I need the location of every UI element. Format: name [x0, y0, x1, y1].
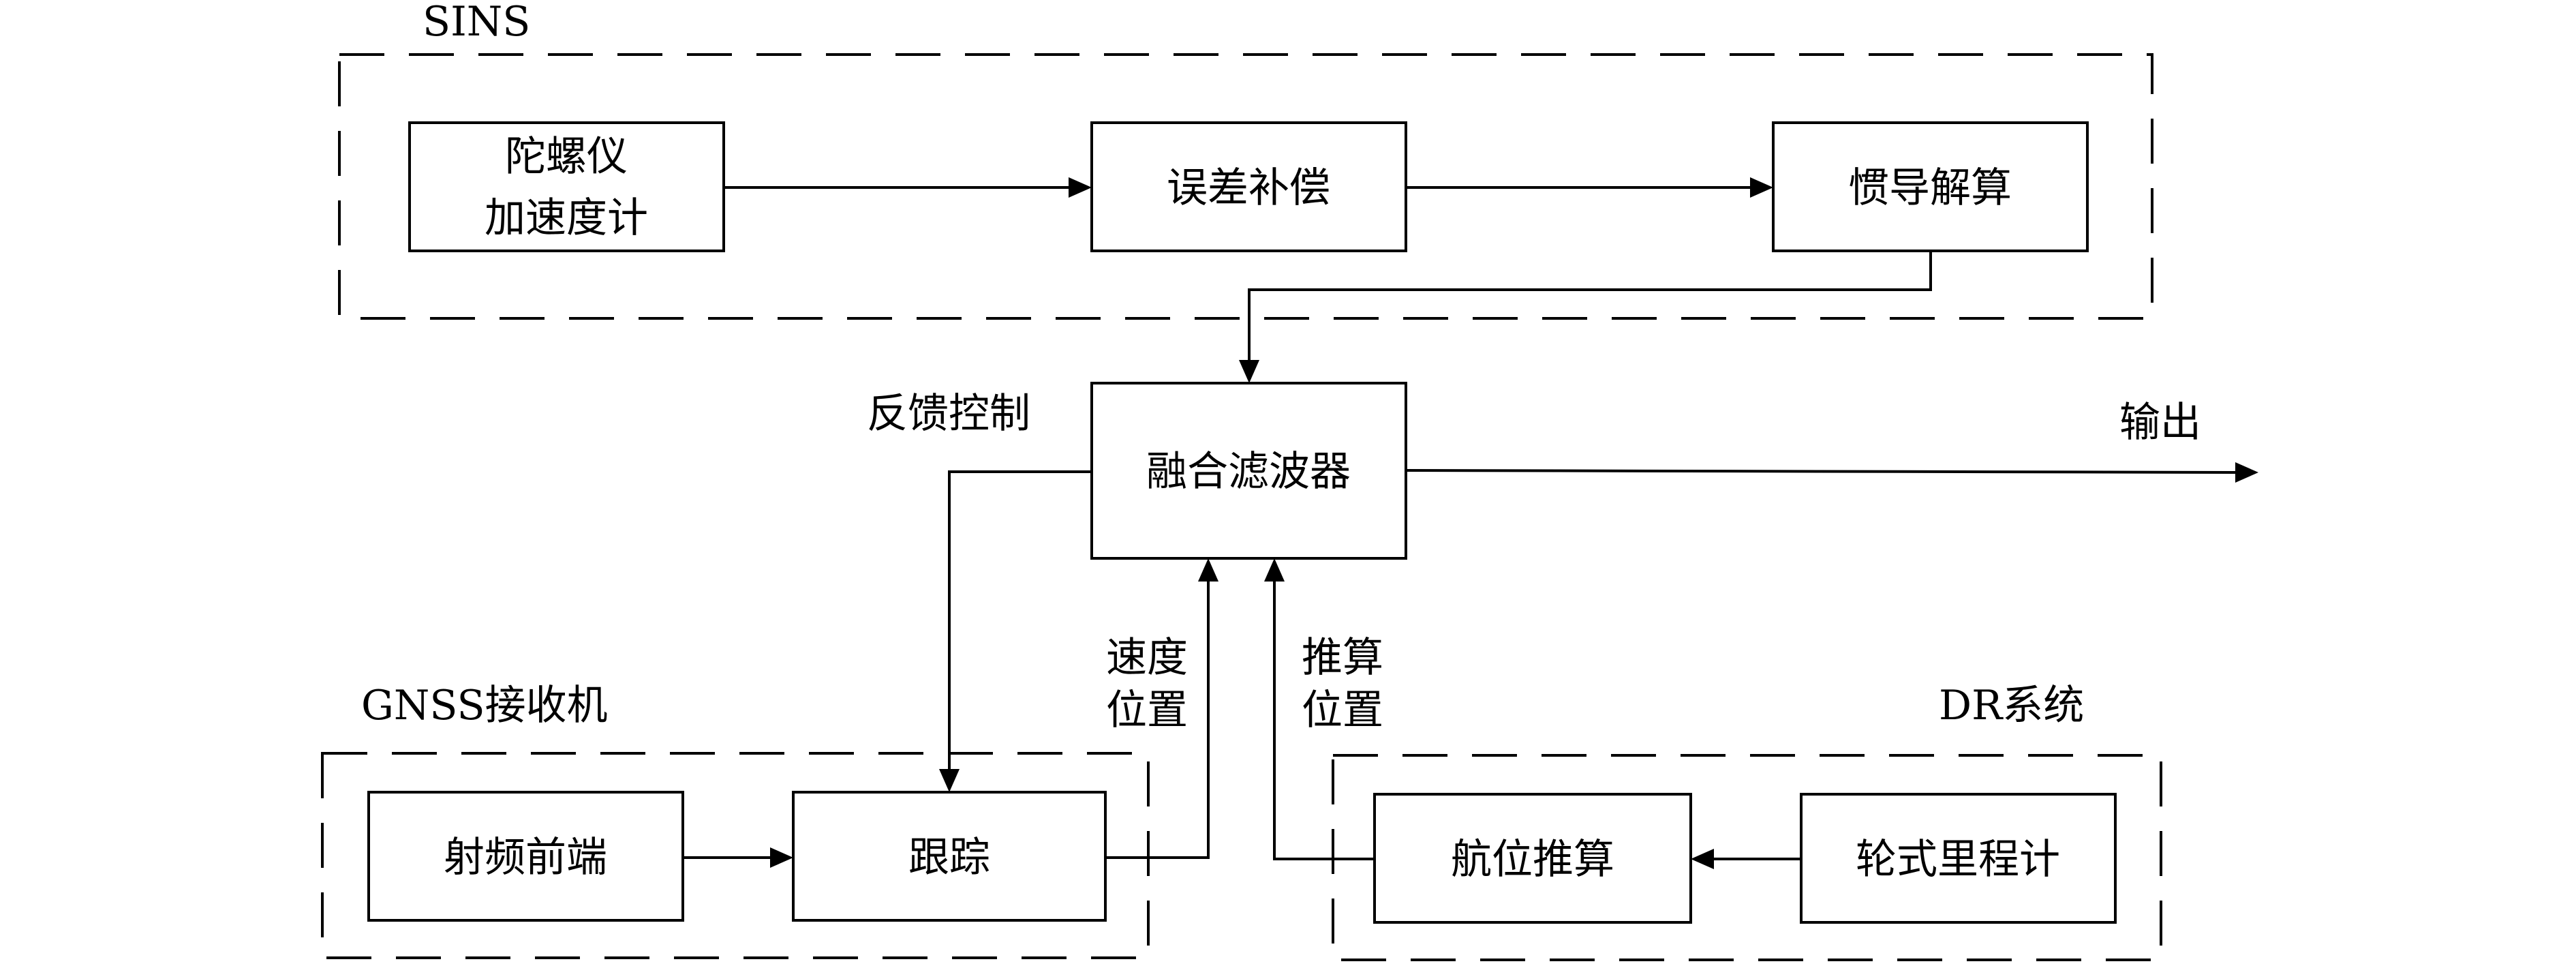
error-to-nav-arrowhead — [1750, 177, 1773, 198]
dead-reckoning-block: 航位推算 — [1373, 793, 1692, 924]
fusion-filter-block: 融合滤波器 — [1090, 382, 1407, 560]
fusion-output-arrow — [1405, 469, 2236, 474]
rf-frontend-block: 射频前端 — [367, 791, 684, 922]
tracking-to-fusion-arrow — [1105, 582, 1210, 859]
tracking-to-fusion-arrowhead — [1198, 558, 1218, 582]
odometer-to-dr-arrowhead — [1691, 849, 1714, 869]
gyro-accelerometer-block: 陀螺仪 加速度计 — [408, 121, 725, 252]
sins-group-border — [338, 53, 2153, 320]
feedback-control-arrowhead — [939, 769, 960, 792]
gyro-label: 陀螺仪 — [505, 133, 628, 181]
sins-group-title: SINS — [423, 0, 530, 46]
gyro-to-error-arrowhead — [1069, 177, 1092, 198]
gnss-group-title: GNSS接收机 — [361, 682, 608, 729]
speed-label: 速度 — [1106, 634, 1188, 682]
accelerometer-label: 加速度计 — [485, 194, 648, 242]
dr-to-fusion-arrowhead — [1264, 558, 1285, 582]
fusion-filter-label: 融合滤波器 — [1146, 448, 1351, 496]
inertial-solution-label: 惯导解算 — [1848, 164, 2012, 212]
tracking-block: 跟踪 — [792, 791, 1107, 922]
gnss-group-border — [321, 752, 1150, 959]
wheel-odometer-label: 轮式里程计 — [1856, 836, 2060, 884]
output-label: 输出 — [2119, 399, 2201, 447]
nav-to-fusion-arrow — [1248, 251, 1932, 360]
nav-to-fusion-arrowhead — [1239, 360, 1259, 383]
fusion-output-arrowhead — [2235, 462, 2258, 483]
dr-calc-label: 推算 — [1302, 634, 1383, 682]
error-compensation-label: 误差补偿 — [1167, 164, 1330, 212]
feedback-control-arrow — [948, 470, 1092, 769]
rf-to-tracking-arrowhead — [770, 847, 793, 868]
gnss-position-label: 位置 — [1106, 686, 1188, 734]
error-compensation-block: 误差补偿 — [1090, 121, 1407, 252]
feedback-control-label: 反馈控制 — [867, 390, 1030, 438]
tracking-label: 跟踪 — [908, 834, 990, 881]
rf-frontend-label: 射频前端 — [444, 834, 607, 881]
dr-group-title: DR系统 — [1939, 682, 2084, 729]
inertial-solution-block: 惯导解算 — [1772, 121, 2089, 252]
dr-to-fusion-arrow — [1273, 582, 1375, 860]
dr-position-label: 位置 — [1302, 686, 1383, 734]
wheel-odometer-block: 轮式里程计 — [1800, 793, 2117, 924]
dead-reckoning-label: 航位推算 — [1451, 836, 1614, 884]
